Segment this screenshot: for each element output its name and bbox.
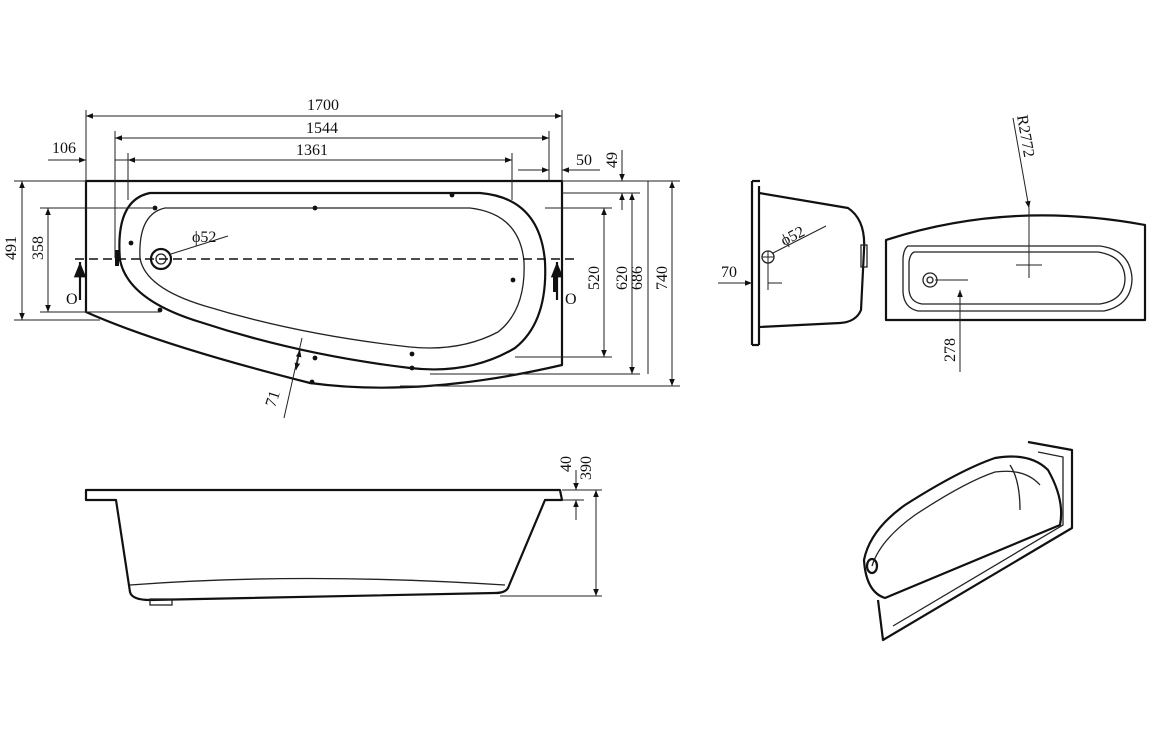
waste-diameter-label: 52 [200,229,216,246]
basin-flat-outline [139,207,525,349]
dim-70: 70 [721,264,737,281]
svg-text:ϕ52: ϕ52 [778,223,807,249]
iso-waste [865,557,879,575]
dim-71: 71 [263,389,284,409]
dim-106: 106 [52,140,76,157]
side-view: 40 390 [84,456,602,606]
dim-358: 358 [30,236,47,260]
overflow-label-right: O [565,291,577,308]
end-waste-diameter-label: 52 [786,223,808,245]
plan-view: R2772 278 [884,114,1147,372]
dim-49: 49 [604,152,621,168]
plan-outline [884,214,1147,322]
svg-text:ϕ52: ϕ52 [192,229,216,246]
basin-outline [118,191,547,371]
dim-520: 520 [586,266,603,290]
diameter-symbol: ϕ [192,229,200,246]
iso-panel-outline [876,440,1074,642]
plan-waste-outlet [922,272,938,288]
dim-278: 278 [942,338,959,362]
end-view: ϕ52 70 [718,179,868,347]
side-outline [84,488,564,602]
dim-686: 686 [629,266,646,290]
dim-50: 50 [576,152,592,169]
dim-40: 40 [558,456,575,472]
dim-390: 390 [578,456,595,480]
overflow-label-left: O [66,291,78,308]
fixing-dots [128,192,516,385]
iso-tub-outline [862,455,1063,600]
top-view: ϕ52 O O 1700 1544 1361 106 50 [3,97,680,419]
dim-1361: 1361 [296,142,328,159]
dim-1544: 1544 [306,120,338,137]
radius-label: R2772 [1013,114,1037,159]
isometric-view [862,440,1074,642]
dim-491: 491 [3,236,20,260]
dim-620: 620 [614,266,631,290]
dim-740: 740 [654,266,671,290]
end-view-outline [758,191,866,329]
dim-1700: 1700 [307,97,339,114]
